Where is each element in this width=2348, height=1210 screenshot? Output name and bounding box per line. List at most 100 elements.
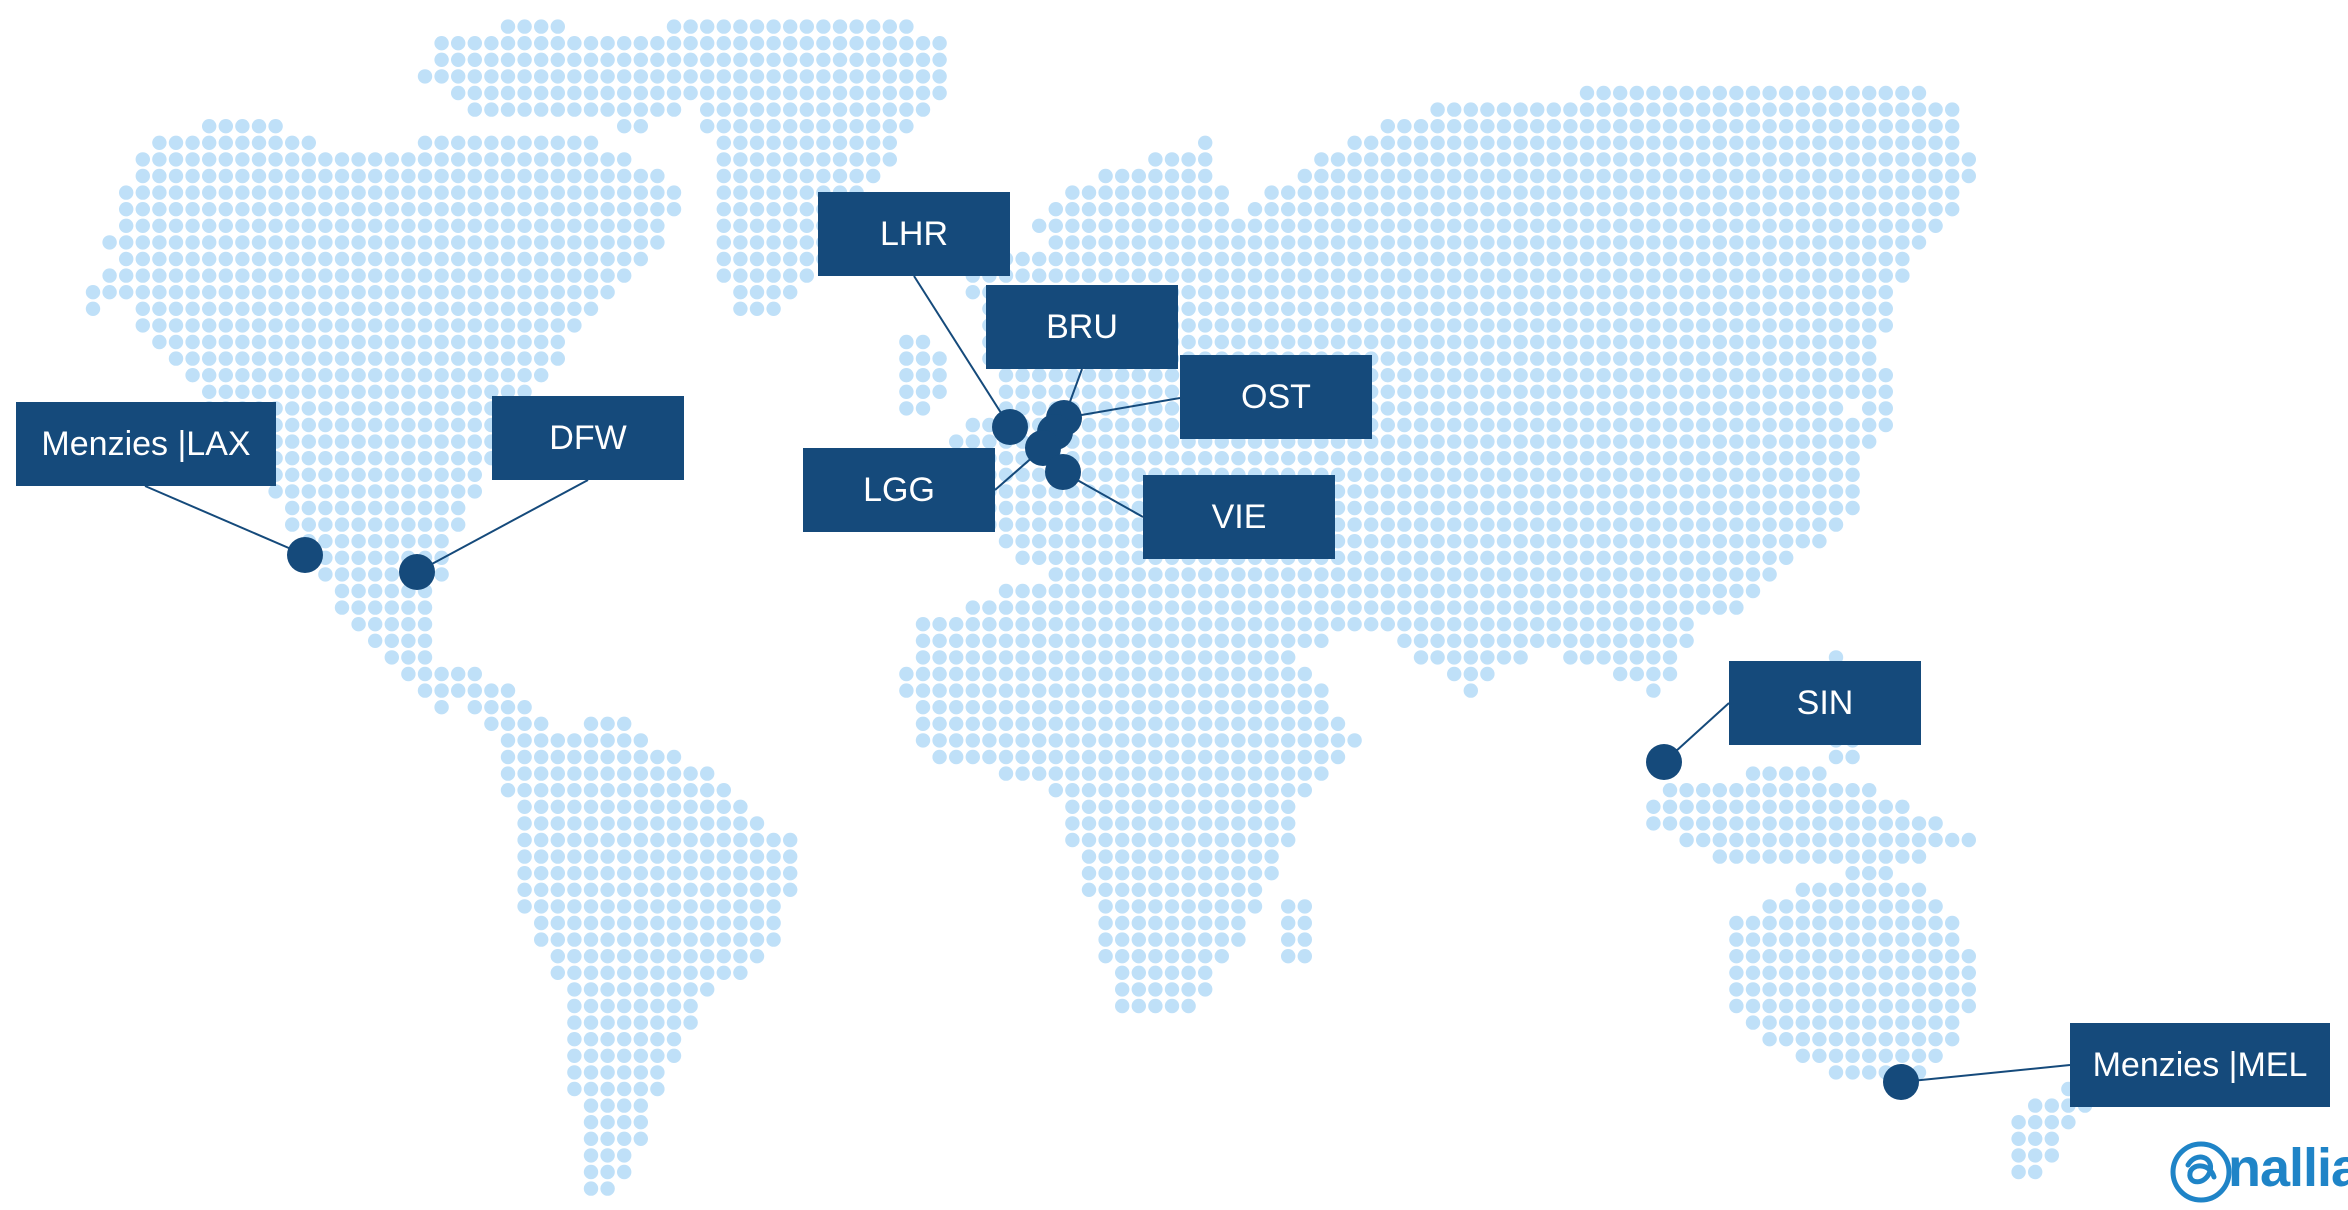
land-dot — [949, 749, 964, 765]
land-dot — [401, 500, 416, 516]
land-dot — [1463, 666, 1479, 682]
land-dot — [1496, 434, 1512, 449]
land-dot — [202, 368, 217, 383]
land-dot — [1048, 733, 1064, 748]
marker-lhr[interactable] — [992, 409, 1028, 445]
land-dot — [1430, 334, 1445, 350]
land-dot — [1696, 517, 1711, 532]
land-dot — [368, 434, 383, 449]
label-dfw[interactable]: DFW — [492, 396, 684, 480]
marker-mel[interactable] — [1883, 1064, 1919, 1100]
marker-vie[interactable] — [1045, 454, 1081, 490]
land-dot — [1696, 218, 1711, 233]
land-dot — [1032, 368, 1047, 383]
land-dot — [301, 235, 316, 250]
label-lhr[interactable]: LHR — [818, 192, 1010, 276]
land-dot — [301, 401, 316, 416]
land-dot — [1662, 384, 1678, 399]
land-dot — [1198, 832, 1213, 848]
land-dot — [766, 915, 781, 931]
label-lgg[interactable]: LGG — [803, 448, 995, 532]
land-dot — [1696, 567, 1711, 582]
land-dot — [285, 517, 300, 532]
land-dot — [1281, 202, 1296, 217]
label-bru[interactable]: BRU — [986, 285, 1178, 369]
marker-sin[interactable] — [1646, 744, 1682, 780]
land-dot — [1646, 816, 1661, 831]
land-dot — [1264, 783, 1279, 798]
land-dot — [915, 733, 931, 748]
label-sin[interactable]: SIN — [1729, 661, 1921, 745]
land-dot — [1629, 368, 1645, 383]
label-ost[interactable]: OST — [1180, 355, 1372, 439]
land-dot — [1364, 218, 1379, 233]
land-dot — [1297, 666, 1313, 682]
land-dot — [1380, 600, 1396, 615]
land-dot — [666, 1015, 682, 1030]
land-dot — [1297, 285, 1313, 300]
land-dot — [1065, 700, 1080, 715]
land-dot — [617, 899, 632, 914]
land-dot — [334, 301, 350, 316]
land-dot — [1546, 600, 1562, 615]
marker-lgg[interactable] — [1025, 430, 1061, 466]
land-dot — [1247, 733, 1263, 748]
label-mel[interactable]: Menzies |MEL — [2070, 1023, 2330, 1107]
land-dot — [1812, 218, 1827, 233]
land-dot — [1430, 650, 1445, 665]
label-lax[interactable]: Menzies |LAX — [16, 402, 276, 486]
land-dot — [185, 251, 200, 267]
land-dot — [1696, 202, 1711, 217]
land-dot — [1679, 783, 1694, 798]
land-dot — [1795, 500, 1811, 516]
land-dot — [567, 69, 582, 84]
land-dot — [1862, 434, 1877, 449]
land-dot — [899, 52, 914, 67]
land-dot — [1845, 417, 1860, 433]
land-dot — [1812, 451, 1827, 466]
land-dot — [1762, 351, 1777, 366]
land-dot — [550, 36, 565, 51]
land-dot — [550, 69, 565, 84]
land-dot — [1148, 600, 1163, 615]
land-dot — [1762, 185, 1777, 200]
land-dot — [899, 666, 914, 682]
land-dot — [716, 866, 731, 881]
label-vie[interactable]: VIE — [1143, 475, 1335, 559]
land-dot — [1297, 783, 1313, 798]
land-dot — [1380, 583, 1396, 599]
land-dot — [1679, 268, 1694, 283]
land-dot — [1015, 517, 1030, 532]
land-dot — [1148, 152, 1163, 167]
land-dot — [1546, 285, 1562, 300]
land-dot — [451, 202, 466, 217]
land-dot — [285, 318, 300, 333]
land-dot — [932, 683, 947, 698]
nallian-knot-icon — [2170, 1141, 2232, 1203]
land-dot — [1081, 683, 1097, 698]
land-dot — [1878, 965, 1894, 980]
land-dot — [384, 417, 399, 433]
land-dot — [1563, 218, 1578, 233]
land-dot — [1862, 417, 1877, 433]
land-dot — [1779, 434, 1794, 449]
marker-dfw[interactable] — [399, 554, 435, 590]
land-dot — [1563, 351, 1578, 366]
marker-lax[interactable] — [287, 537, 323, 573]
land-dot — [1563, 251, 1578, 267]
land-dot — [1015, 749, 1030, 765]
land-dot — [1231, 666, 1246, 682]
land-dot — [351, 368, 366, 383]
land-dot — [998, 600, 1014, 615]
land-dot — [1779, 301, 1794, 316]
land-dot — [1198, 583, 1213, 599]
land-dot — [235, 202, 250, 217]
land-dot — [1198, 633, 1213, 648]
land-dot — [567, 301, 582, 316]
land-dot — [1181, 633, 1196, 648]
land-dot — [633, 202, 648, 217]
land-dot — [1314, 733, 1329, 748]
land-dot — [534, 202, 549, 217]
land-dot — [1463, 534, 1479, 549]
land-dot — [1629, 285, 1645, 300]
